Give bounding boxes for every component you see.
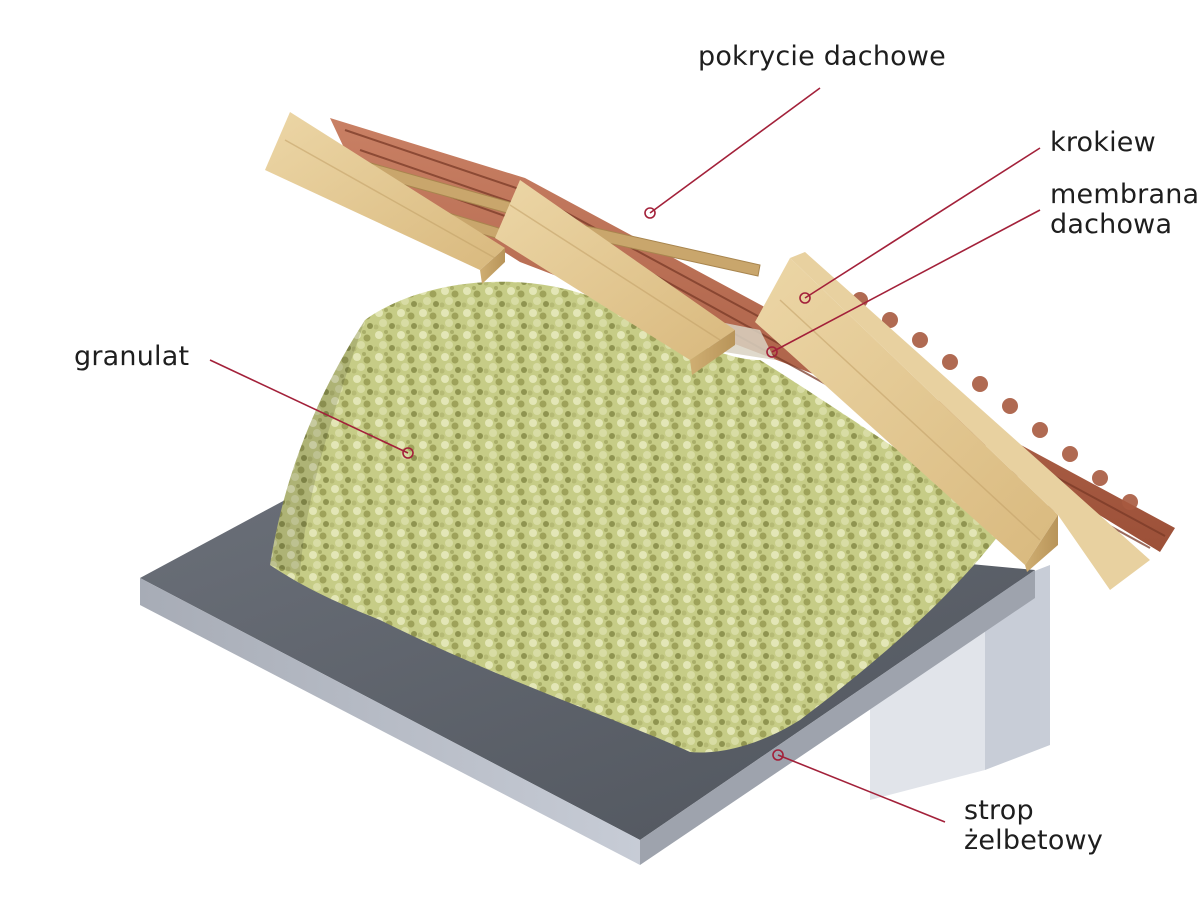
- label-rafter: krokiew: [1050, 128, 1156, 158]
- rafters: [265, 112, 1150, 590]
- label-slab-line2: żelbetowy: [964, 825, 1104, 856]
- label-granulate: granulat: [74, 342, 189, 372]
- leader-membrane: [771, 209, 1041, 353]
- label-granulate-text: granulat: [74, 341, 190, 372]
- leader-roofing: [649, 87, 821, 214]
- leader-lines: [209, 87, 1041, 823]
- granulate-insulation: [270, 281, 1010, 753]
- label-membrane-line2: dachowa: [1050, 209, 1173, 240]
- leader-slab: [777, 754, 946, 823]
- label-rafter-text: krokiew: [1050, 127, 1156, 158]
- label-roofing-text: pokrycie dachowe: [698, 41, 946, 72]
- leader-rafter: [804, 147, 1041, 299]
- label-roofing: pokrycie dachowe: [698, 42, 946, 72]
- label-slab-line1: strop: [964, 795, 1034, 826]
- label-membrane-line1: membrana: [1050, 179, 1200, 210]
- leader-granulate: [209, 359, 409, 454]
- label-membrane: membrana dachowa: [1050, 180, 1199, 240]
- label-slab: strop żelbetowy: [964, 796, 1103, 856]
